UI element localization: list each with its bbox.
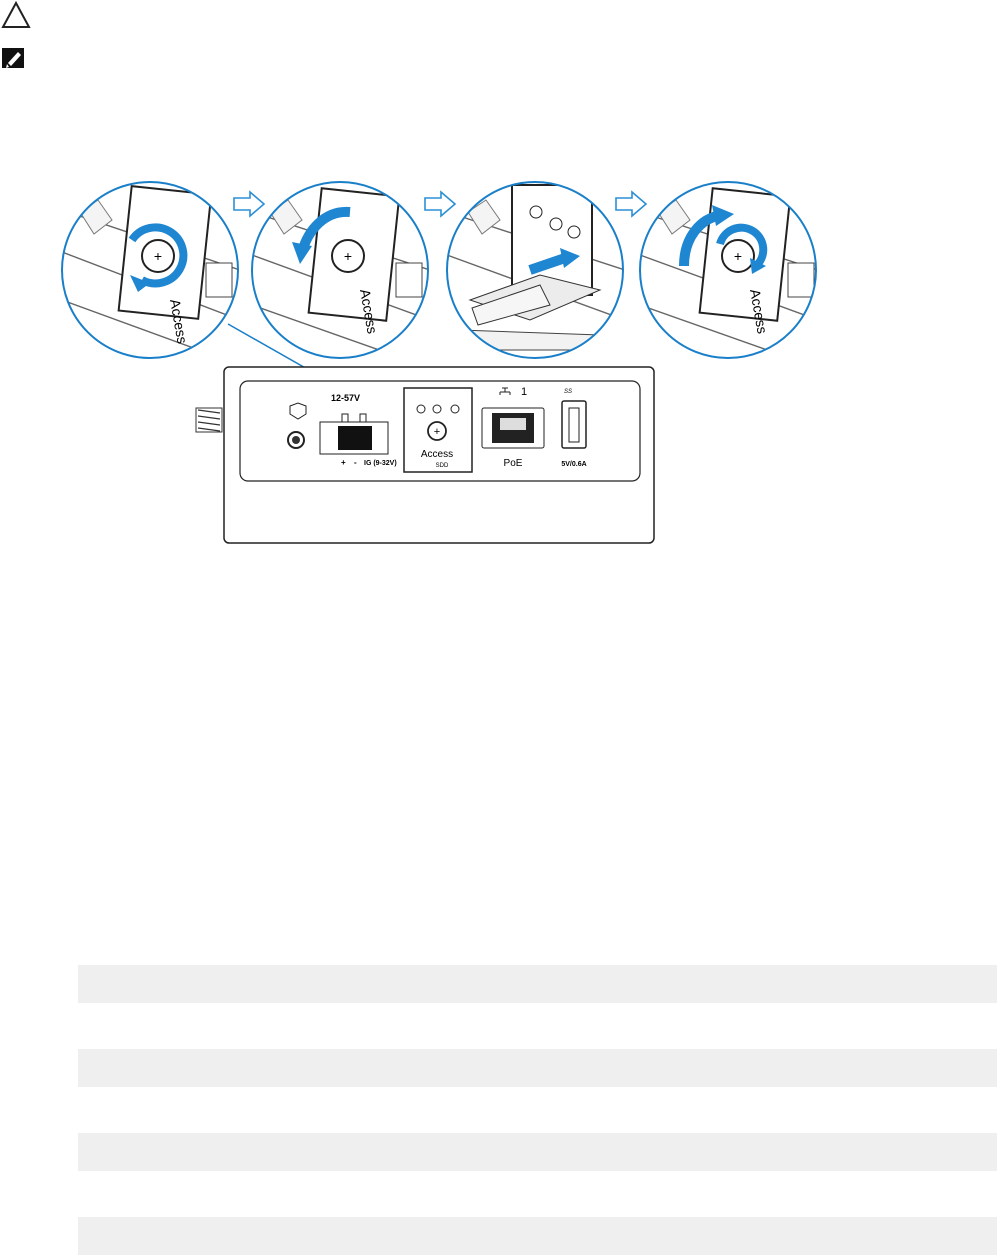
step-4-close-and-tighten: + Access	[640, 182, 816, 358]
svg-text:Access: Access	[357, 288, 381, 335]
step-3-insert-sd-card	[447, 182, 623, 358]
lan-number: 1	[521, 386, 527, 398]
power-label: 12-57V	[331, 393, 360, 403]
usb-logo: SS	[564, 389, 572, 395]
terminal-minus: -	[354, 458, 357, 467]
antenna-connector	[195, 407, 223, 433]
svg-text:+: +	[734, 248, 742, 264]
table-row	[78, 965, 997, 1003]
caution-triangle-icon	[1, 0, 31, 28]
access-label: Access	[421, 449, 453, 460]
terminal-plus: +	[341, 458, 346, 467]
access-screw	[427, 421, 447, 441]
table-row	[78, 1049, 997, 1087]
table-row	[78, 1133, 997, 1171]
poe-label: PoE	[504, 458, 523, 469]
note-pencil-icon	[2, 48, 24, 68]
ignition-icon	[289, 402, 307, 420]
svg-text:Access: Access	[747, 288, 771, 335]
svg-text:+: +	[344, 248, 352, 264]
step-arrow-icon	[233, 190, 648, 218]
svg-text:+: +	[154, 248, 162, 264]
sd-card-installation-illustration: + Access + Access	[61, 181, 817, 544]
table-row	[78, 1217, 997, 1255]
step-1-loosen-screw: + Access	[62, 182, 238, 358]
svg-text:+: +	[434, 426, 440, 438]
sdd-label: SDD	[436, 463, 449, 469]
terminal-ig: IG (9-32V)	[364, 460, 397, 467]
step1-access-text: Access	[167, 298, 191, 345]
network-icon	[499, 387, 511, 395]
usb-spec: 5V/0.6A	[561, 461, 586, 468]
